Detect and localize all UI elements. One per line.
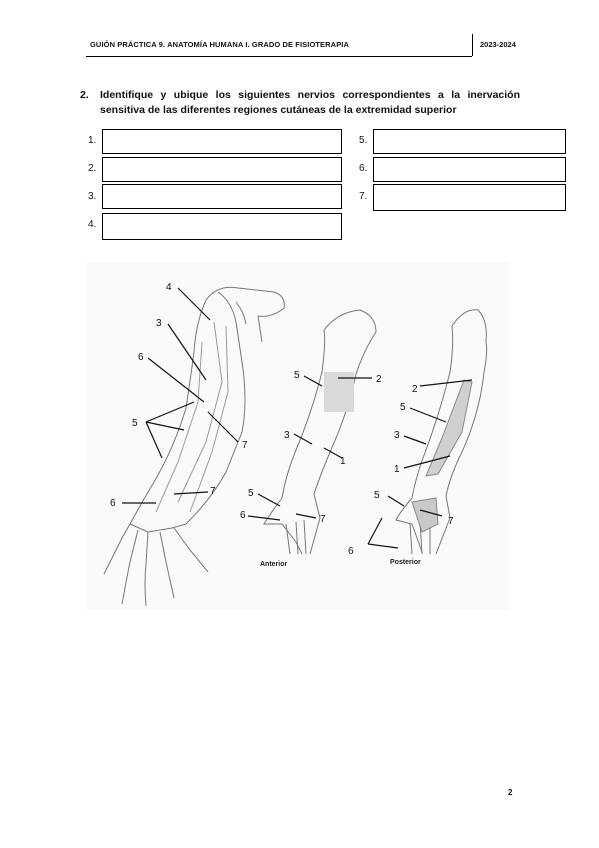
field-label-4: 4. (88, 219, 97, 230)
answer-field-4[interactable] (102, 213, 342, 240)
question-number: 2. (80, 89, 89, 101)
anterior-label-1: 1 (340, 456, 346, 467)
posterior-label-2: 2 (412, 384, 418, 395)
caption-anterior: Anterior (260, 561, 288, 568)
arm-label-4: 4 (166, 282, 172, 293)
arm-label-7a: 7 (242, 440, 248, 451)
answer-field-3[interactable] (102, 184, 342, 209)
field-label-6: 6. (359, 163, 368, 174)
posterior-label-3: 3 (394, 430, 400, 441)
answer-field-1[interactable] (102, 129, 342, 154)
anterior-label-2: 2 (376, 374, 382, 385)
header-title: GUIÓN PRÁCTICA 9. ANATOMÍA HUMANA I. GRA… (90, 40, 349, 49)
field-label-2: 2. (88, 163, 97, 174)
posterior-label-7: 7 (448, 516, 454, 527)
header-rule (86, 56, 472, 57)
answer-field-5[interactable] (373, 129, 566, 154)
arm-label-7b: 7 (210, 486, 216, 497)
field-label-3: 3. (88, 191, 97, 202)
anterior-label-3: 3 (284, 430, 290, 441)
page-number: 2 (508, 788, 513, 797)
posterior-label-5b: 5 (374, 490, 380, 501)
anterior-label-6: 6 (240, 510, 246, 521)
posterior-label-5a: 5 (400, 402, 406, 413)
question-text: Identifique y ubique los siguientes nerv… (100, 89, 520, 116)
anterior-label-5a: 5 (294, 370, 300, 381)
field-label-5: 5. (359, 135, 368, 146)
arm-label-5: 5 (132, 418, 138, 429)
posterior-arm-drawing (395, 309, 488, 555)
header-year: 2023-2024 (480, 40, 516, 49)
anterior-label-7: 7 (320, 514, 326, 525)
figure-labels: 4 3 6 5 7 6 7 5 2 3 1 5 6 7 2 5 3 1 5 7 … (110, 282, 454, 557)
answer-field-6[interactable] (373, 157, 566, 182)
posterior-label-6: 6 (348, 546, 354, 557)
header-divider (472, 34, 473, 56)
arm-label-6b: 6 (110, 498, 116, 509)
caption-posterior: Posterior (390, 559, 421, 566)
anterior-arm-drawing (263, 309, 377, 555)
answer-field-7[interactable] (373, 184, 566, 211)
posterior-label-1: 1 (394, 464, 400, 475)
detailed-arm-drawing (103, 286, 285, 607)
anterior-label-5b: 5 (248, 488, 254, 499)
field-label-1: 1. (88, 135, 97, 146)
upper-limb-figure: 4 3 6 5 7 6 7 5 2 3 1 5 6 7 2 5 3 1 5 7 … (86, 262, 508, 610)
leader-lines (122, 287, 473, 549)
arm-label-6: 6 (138, 352, 144, 363)
upper-limb-illustration: 4 3 6 5 7 6 7 5 2 3 1 5 6 7 2 5 3 1 5 7 … (103, 282, 488, 607)
page-header: GUIÓN PRÁCTICA 9. ANATOMÍA HUMANA I. GRA… (86, 34, 526, 60)
answer-field-2[interactable] (102, 157, 342, 182)
field-label-7: 7. (359, 191, 368, 202)
arm-label-3: 3 (156, 318, 162, 329)
